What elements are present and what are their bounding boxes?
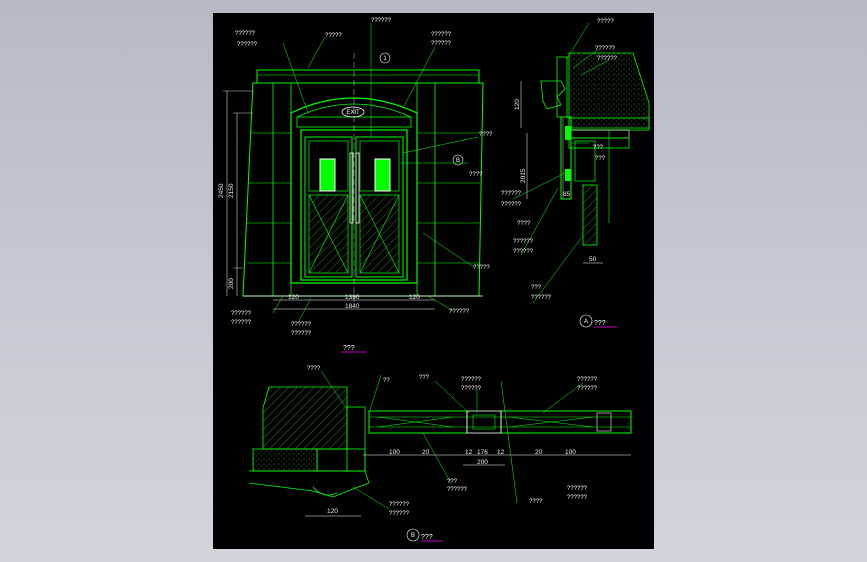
section-a-note-left-7: ?????? [531, 295, 552, 301]
note-top-1: ?????? [235, 31, 256, 37]
plan-b-note-bottom-1: ?????? [389, 502, 410, 508]
dim-height-2150: 2150 [228, 183, 235, 198]
callout-b-marker: B [456, 158, 460, 164]
elevation-title: ??? [343, 345, 355, 352]
plan-b-dim-120: 120 [327, 508, 338, 515]
cad-drawing: EXIT 2450 2150 200 120 13 [218, 18, 650, 542]
plan-b-note-bottom-2: ?????? [389, 511, 410, 517]
plan-b-dim-12-right: 12 [497, 449, 505, 456]
section-a-note-top-2: ?????? [595, 46, 616, 52]
plan-b-dim-20-right: 20 [535, 449, 543, 456]
section-a-title: ??? [594, 320, 606, 327]
plan-b-note-top-5: ?????? [461, 386, 482, 392]
section-a-note-right-1: ??? [593, 145, 604, 151]
dim-height-2450: 2450 [218, 183, 225, 198]
note-right-1: ???? [479, 132, 493, 138]
section-a-note-left-4: ?????? [513, 239, 534, 245]
section-a-note-right-2: ??? [595, 156, 606, 162]
plan-b-note-top-7: ?????? [577, 386, 598, 392]
note-bottom-left-2: ?????? [231, 320, 252, 326]
plan-b-dim-12-left: 12 [465, 449, 473, 456]
plan-b-note-bottom-4: ?????? [447, 487, 468, 493]
section-a-note-left-6: ??? [531, 285, 542, 291]
plan-b-note-bottom-7: ?????? [567, 495, 588, 501]
section-a-note-left-2: ?????? [501, 202, 522, 208]
note-right-2: ???? [469, 172, 483, 178]
dim-width-1840: 1840 [345, 303, 360, 310]
plan-b-note-top-1: ???? [307, 366, 321, 372]
note-top-4: ?????? [371, 18, 392, 24]
drawing-sheet: EXIT 2450 2150 200 120 13 [213, 13, 654, 549]
plan-b-note-bottom-3: ??? [447, 479, 458, 485]
note-top-2: ?????? [237, 42, 258, 48]
section-a-dim-2015: 2015 [520, 168, 527, 183]
plan-b-note-top-3: ??? [419, 375, 430, 381]
section-a-note-top-1: ????? [597, 19, 614, 25]
exit-sign-label: EXIT [346, 110, 360, 116]
section-a-label: A [584, 319, 588, 325]
plan-b-note-top-2: ?? [383, 378, 390, 384]
section-a-dim-85: 85 [563, 191, 571, 198]
section-a-note-left-5: ?????? [513, 249, 534, 255]
plan-b-dim-200: 200 [477, 459, 488, 466]
dim-width-120-left: 120 [288, 294, 299, 301]
note-bottom-mid-2: ?????? [291, 331, 312, 337]
plan-b-detail: 100 20 12 176 12 20 100 200 120 ???? ?? … [248, 366, 632, 542]
plan-b-label: B [411, 533, 415, 539]
section-a-note-top-3: ?????? [597, 56, 618, 62]
plan-b-note-top-6: ?????? [577, 377, 598, 383]
axis-marker: 1 [383, 56, 387, 62]
dim-width-120-right: 120 [409, 294, 420, 301]
note-bottom-mid-1: ?????? [291, 322, 312, 328]
plan-b-title: ??? [421, 534, 433, 541]
note-bottom-left-1: ?????? [231, 311, 252, 317]
section-a-note-left-1: ?????? [501, 191, 522, 197]
plan-b-dim-100-right: 100 [565, 449, 576, 456]
plan-b-dim-176: 176 [477, 449, 488, 456]
dim-height-200: 200 [228, 278, 235, 289]
note-top-3: ????? [325, 33, 342, 39]
section-a-detail: 120 2015 85 50 ????? ?????? ?????? ??? ?… [501, 19, 650, 328]
door-elevation: EXIT 2450 2150 200 120 13 [218, 18, 493, 353]
note-right-3: ????? [473, 265, 490, 271]
plan-b-dim-100-left: 100 [389, 449, 400, 456]
plan-b-dim-20-left: 20 [422, 449, 430, 456]
plan-b-note-bottom-5: ???? [529, 499, 543, 505]
plan-b-note-top-4: ?????? [461, 377, 482, 383]
note-top-5: ?????? [431, 32, 452, 38]
section-a-dim-120: 120 [514, 99, 521, 110]
dim-width-1390: 1390 [345, 294, 360, 301]
plan-b-note-bottom-6: ?????? [567, 486, 588, 492]
note-bottom-right: ?????? [449, 309, 470, 315]
section-a-note-left-3: ???? [517, 221, 531, 227]
section-a-dim-50: 50 [589, 256, 597, 263]
note-top-6: ?????? [431, 41, 452, 47]
